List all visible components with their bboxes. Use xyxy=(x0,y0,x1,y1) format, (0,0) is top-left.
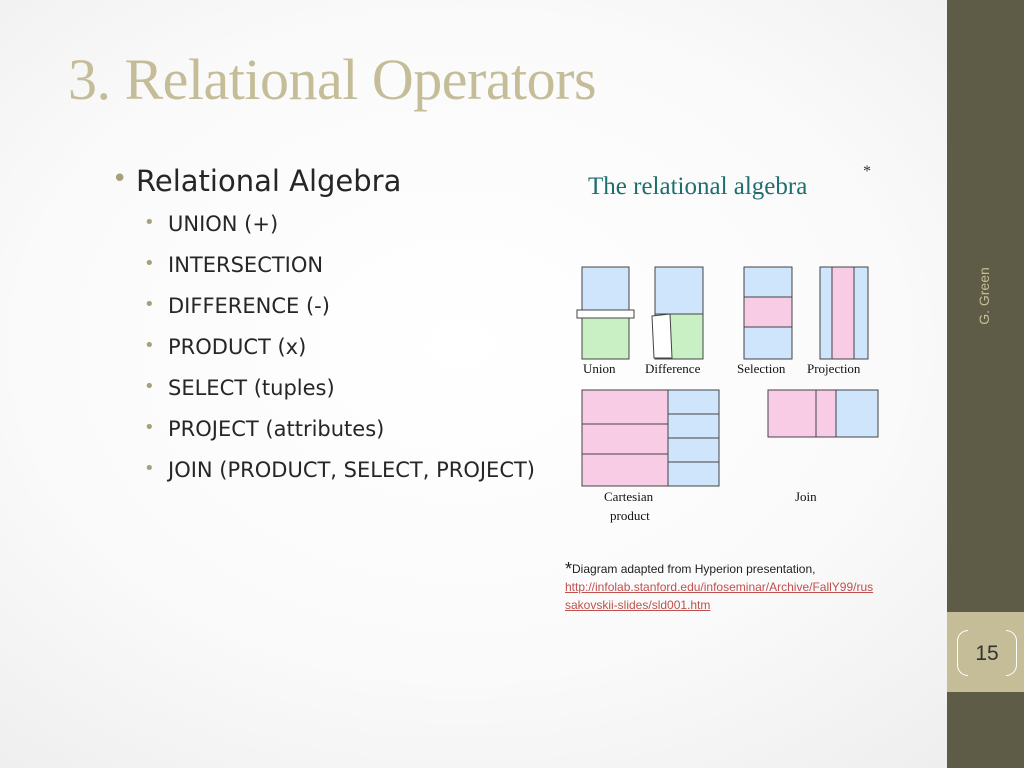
footnote-text: Diagram adapted from Hyperion presentati… xyxy=(572,562,816,576)
selection-label: Selection xyxy=(737,361,786,376)
cartesian-label-line1: Cartesian xyxy=(604,489,654,504)
join-figure xyxy=(767,389,879,438)
sub-bullet-intersection: INTERSECTION xyxy=(144,253,535,294)
projection-label: Projection xyxy=(807,361,861,376)
main-bullet-list: Relational Algebra xyxy=(112,164,401,208)
union-figure xyxy=(576,266,635,360)
projection-figure xyxy=(819,266,869,360)
join-label: Join xyxy=(795,489,817,504)
page-number: 15 xyxy=(975,642,999,665)
footnote-star: * xyxy=(565,559,573,579)
sub-bullet-difference: DIFFERENCE (-) xyxy=(144,294,535,335)
sub-bullet-select: SELECT (tuples) xyxy=(144,376,535,417)
difference-figure xyxy=(651,266,704,360)
union-label: Union xyxy=(583,361,616,376)
diagram-heading-mark: * xyxy=(863,163,871,180)
difference-label: Difference xyxy=(645,361,701,376)
sub-bullet-project: PROJECT (attributes) xyxy=(144,417,535,458)
sub-bullet-join: JOIN (PRODUCT, SELECT, PROJECT) xyxy=(144,458,535,499)
sub-bullet-product: PRODUCT (x) xyxy=(144,335,535,376)
sub-bullet-list: UNION (+) INTERSECTION DIFFERENCE (-) PR… xyxy=(144,212,535,499)
cartesian-product-figure xyxy=(581,389,720,487)
footnote-link-line2[interactable]: sakovskii-slides/sld001.htm xyxy=(565,598,711,612)
page-number-band xyxy=(947,612,1024,692)
page-number-box: 15 xyxy=(957,630,1017,676)
author-label: G. Green xyxy=(976,267,992,325)
cartesian-label-line2: product xyxy=(610,508,650,523)
sub-bullet-union: UNION (+) xyxy=(144,212,535,253)
selection-figure xyxy=(743,266,793,360)
slide-title: 3. Relational Operators xyxy=(68,47,597,112)
relational-algebra-diagram: The relational algebra * Union Differenc… xyxy=(570,150,890,530)
main-bullet: Relational Algebra xyxy=(112,164,401,208)
diagram-heading: The relational algebra xyxy=(588,173,807,200)
footnote: *Diagram adapted from Hyperion presentat… xyxy=(565,560,935,614)
footnote-link-line1[interactable]: http://infolab.stanford.edu/infoseminar/… xyxy=(565,580,874,594)
